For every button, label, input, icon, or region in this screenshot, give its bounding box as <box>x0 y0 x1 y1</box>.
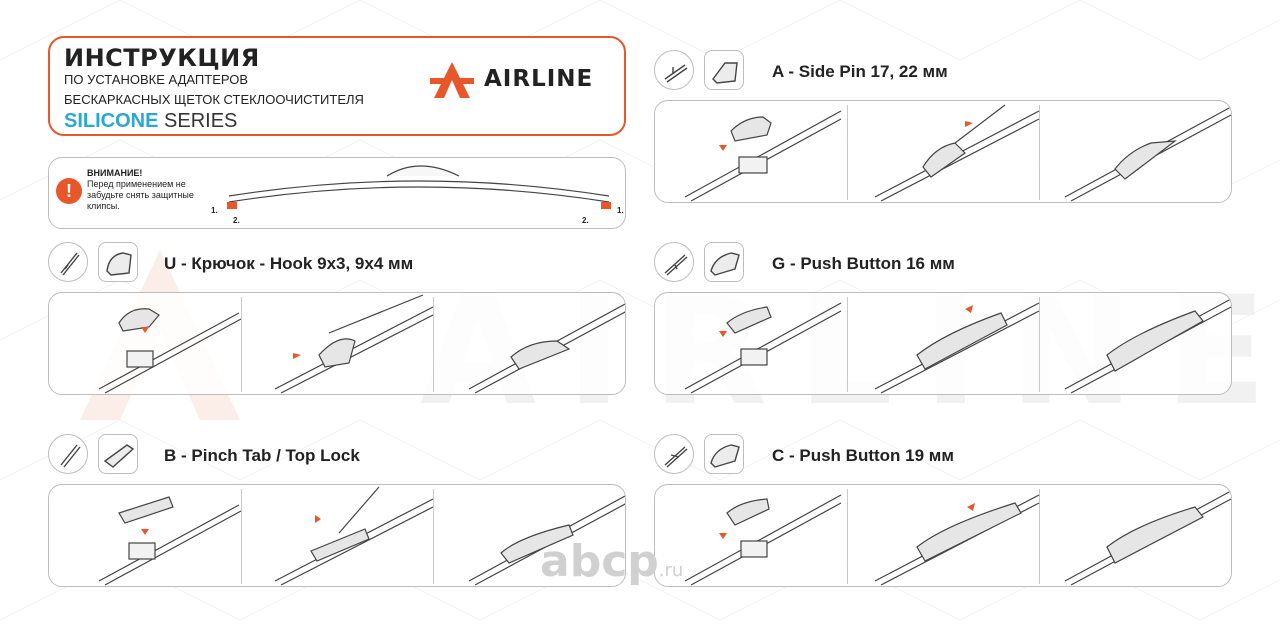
section-c-panel <box>654 484 1232 587</box>
section-b-panel <box>48 484 626 587</box>
section-b-drawing <box>98 486 625 586</box>
step-divider <box>847 297 848 392</box>
section-g-title: G - Push Button 16 мм <box>772 254 955 273</box>
subtitle-line-1: ПО УСТАНОВКЕ АДАПТЕРОВ <box>64 72 249 87</box>
abcp-tld: .ru <box>658 560 684 581</box>
step-1-right: 1. <box>617 206 624 215</box>
section-a-drawing <box>684 104 1231 202</box>
airline-logo: AIRLINE <box>430 60 616 100</box>
warning-text: Перед применением не забудьте снять защи… <box>87 179 194 211</box>
pinch-tab-circle-icon <box>48 434 88 474</box>
title-box: ИНСТРУКЦИЯ ПО УСТАНОВКЕ АДАПТЕРОВ БЕСКАР… <box>48 36 626 136</box>
section-c-title: C - Push Button 19 мм <box>772 446 954 465</box>
step-divider <box>241 489 242 584</box>
section-b-title: B - Pinch Tab / Top Lock <box>164 446 360 465</box>
brand-name: AIRLINE <box>484 66 594 92</box>
series-highlight: SILICONE <box>64 110 159 132</box>
subtitle-line-2: БЕСКАРКАСНЫХ ЩЕТОК СТЕКЛООЧИСТИТЕЛЯ <box>64 92 364 107</box>
step-2-right: 2. <box>582 216 589 225</box>
step-1-left: 1. <box>211 206 218 215</box>
airline-logo-icon <box>430 62 474 98</box>
hook-adapter-tile-icon <box>98 242 138 282</box>
protective-clip-left <box>227 202 237 209</box>
side-pin-circle-icon <box>654 50 694 90</box>
push-button-16-tile-icon <box>704 242 744 282</box>
abcp-brand: abcp <box>540 536 659 587</box>
push-button-19-circle-icon <box>654 434 694 474</box>
abcp-watermark: abcp.ru <box>540 536 683 587</box>
exclamation-icon: ! <box>56 178 82 204</box>
section-g-drawing <box>684 298 1231 394</box>
step-divider <box>1039 297 1040 392</box>
step-divider <box>1039 489 1040 584</box>
protective-clip-right <box>601 202 611 209</box>
pinch-tab-tile-icon <box>98 434 138 474</box>
step-2-left: 2. <box>233 216 240 225</box>
warning-box: ! ВНИМАНИЕ! Перед применением не забудьт… <box>48 157 626 229</box>
hook-adapter-circle-icon <box>48 242 88 282</box>
step-divider <box>847 489 848 584</box>
push-button-16-circle-icon <box>654 242 694 282</box>
push-button-19-tile-icon <box>704 434 744 474</box>
side-pin-tile-icon <box>704 50 744 90</box>
section-a-title: A - Side Pin 17, 22 мм <box>772 62 948 81</box>
step-divider <box>241 297 242 392</box>
step-divider <box>847 105 848 200</box>
warning-title: ВНИМАНИЕ! <box>87 168 143 178</box>
section-u-panel <box>48 292 626 395</box>
section-u-drawing <box>98 294 625 394</box>
step-divider <box>433 489 434 584</box>
series-label: SILICONE SERIES <box>64 110 237 133</box>
section-g-panel <box>654 292 1232 395</box>
wiper-blade-illustration <box>227 165 611 209</box>
step-divider <box>1039 105 1040 200</box>
section-c-drawing <box>684 490 1231 586</box>
page-title: ИНСТРУКЦИЯ <box>64 44 260 72</box>
section-a-panel <box>654 100 1232 203</box>
section-u-title: U - Крючок - Hook 9x3, 9x4 мм <box>164 254 414 273</box>
series-rest: SERIES <box>158 110 238 132</box>
step-divider <box>433 297 434 392</box>
